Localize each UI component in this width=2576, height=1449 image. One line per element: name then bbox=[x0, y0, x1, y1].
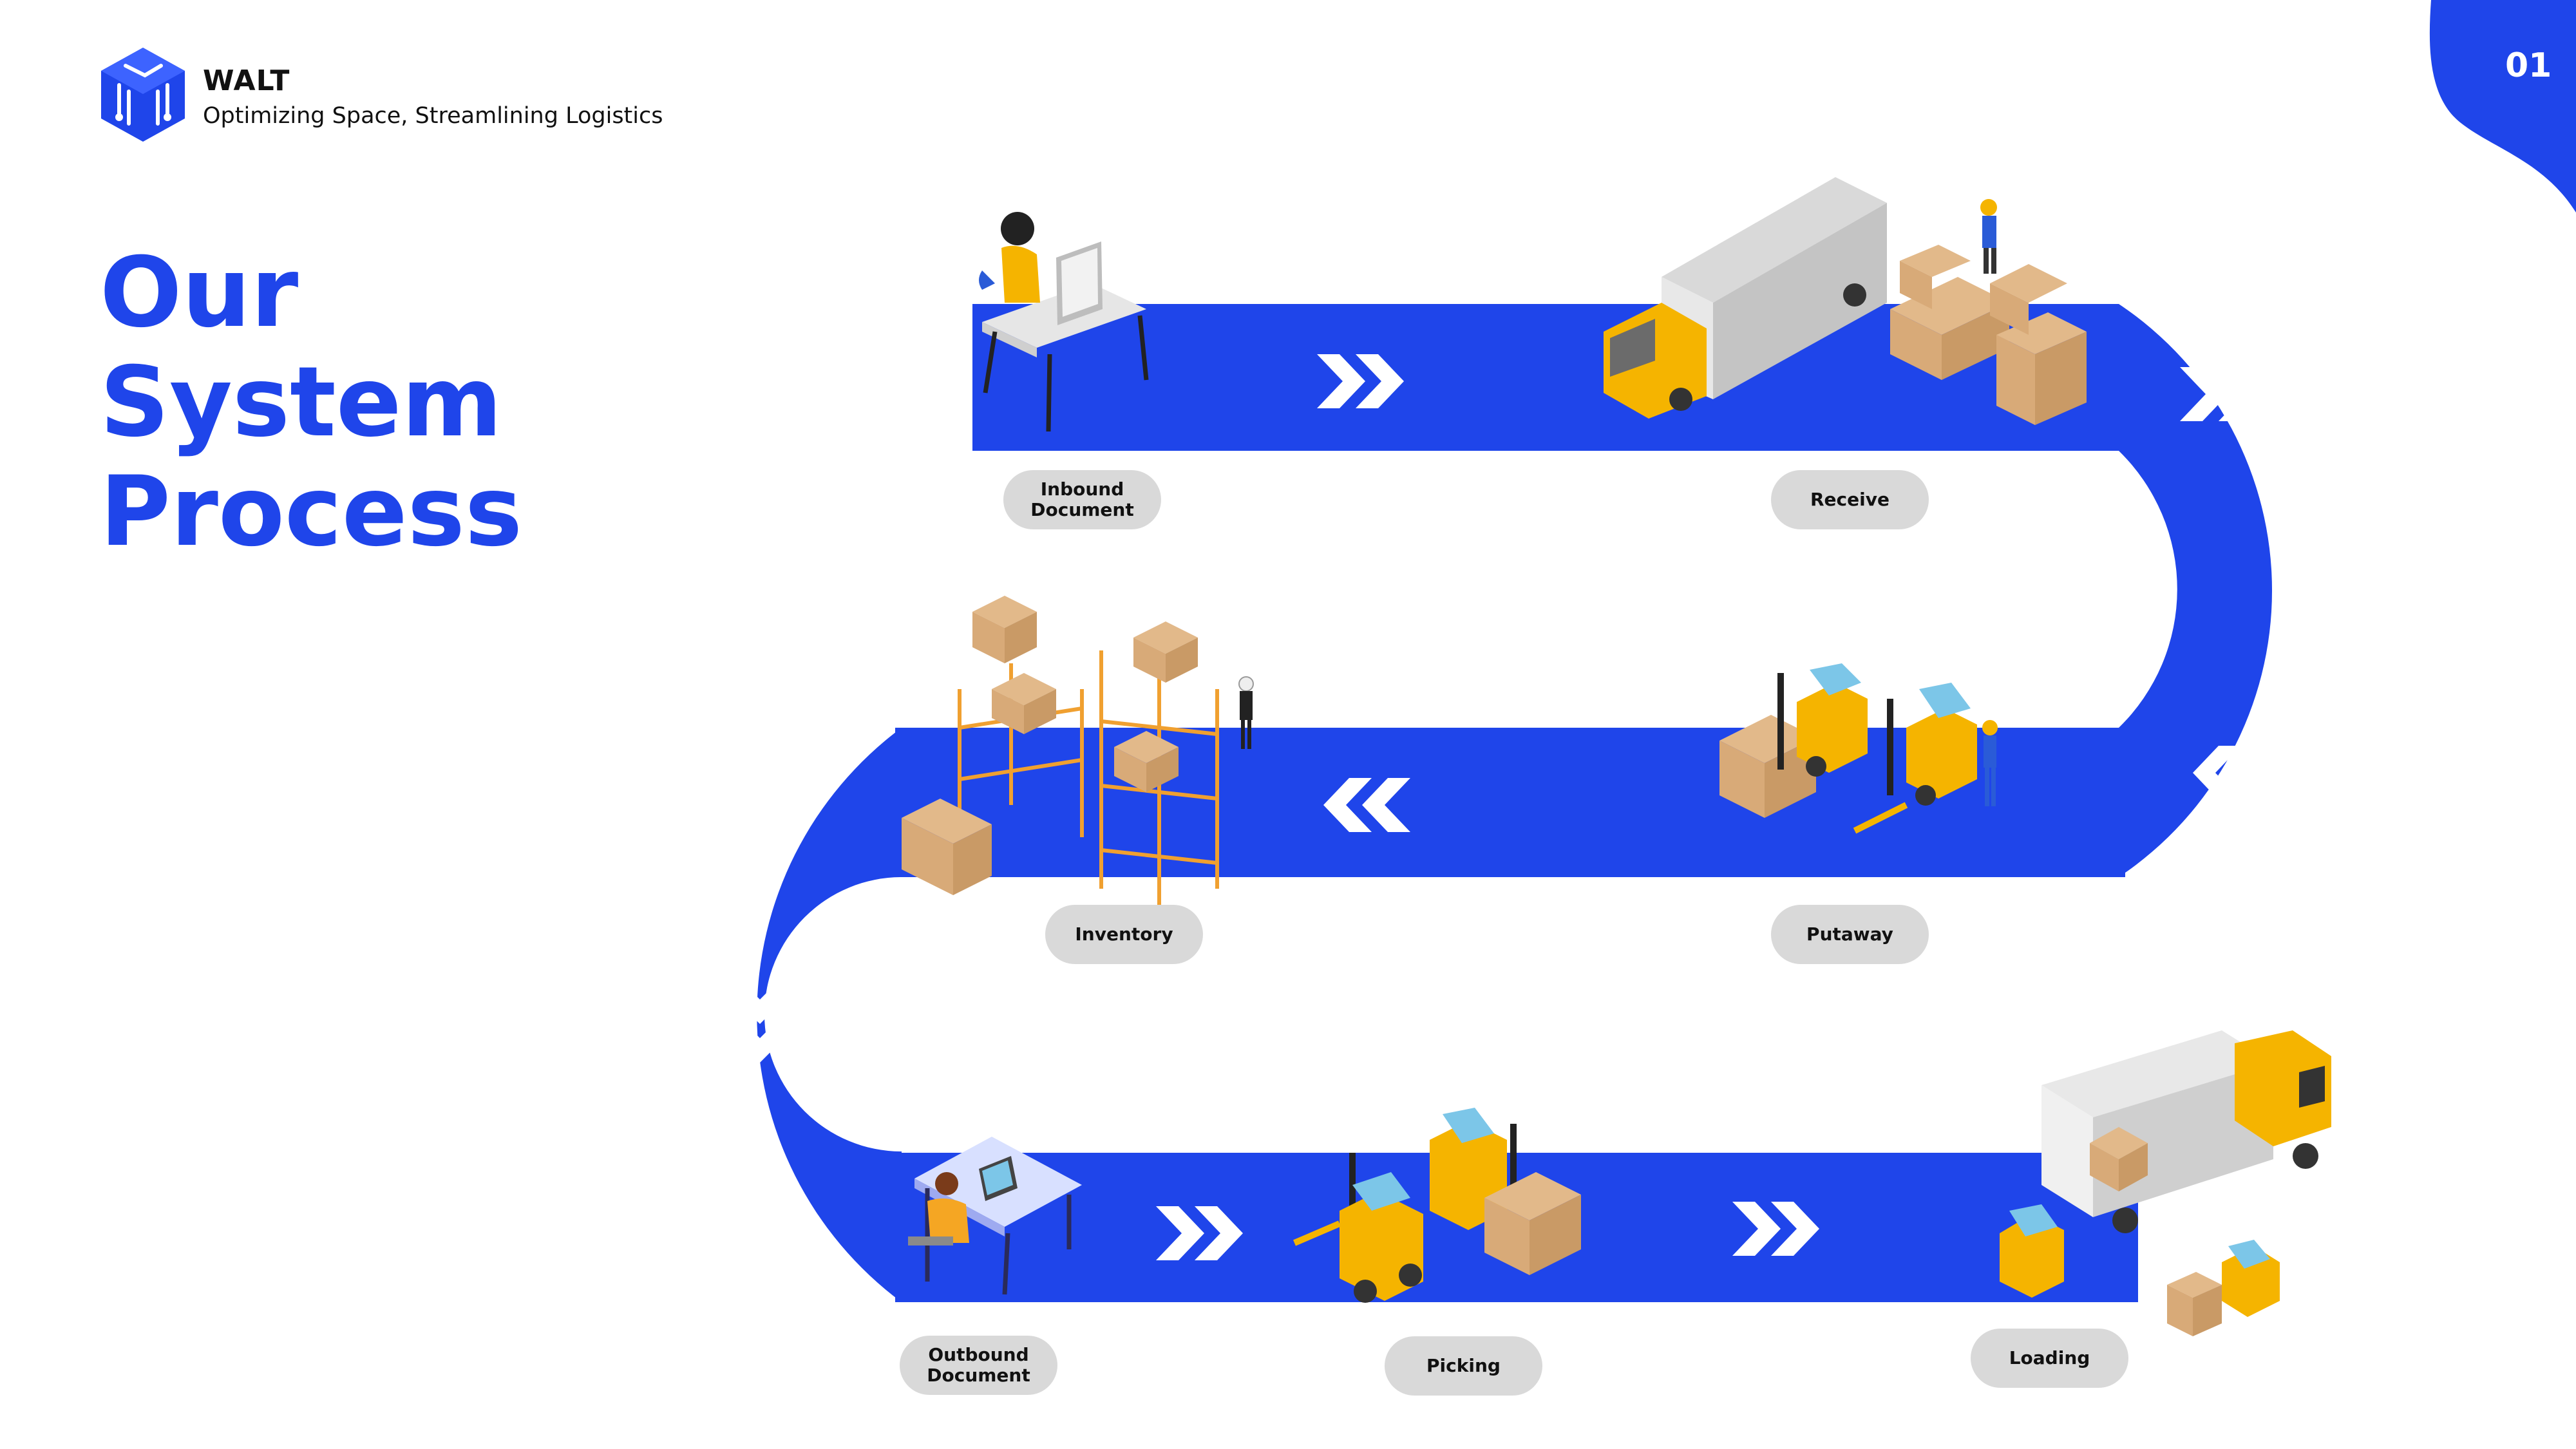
arrow-left-icon bbox=[2193, 746, 2280, 800]
brand-name: WALT bbox=[203, 64, 290, 97]
truck-loading-icon bbox=[2000, 1030, 2331, 1336]
arrow-left-icon bbox=[1323, 778, 1410, 832]
office-desk-worker-icon bbox=[979, 212, 1149, 432]
step-label-outbound-document: Outbound Document bbox=[900, 1336, 1057, 1395]
truck-with-boxes-icon bbox=[1604, 177, 2087, 425]
step-label-putaway: Putaway bbox=[1771, 905, 1929, 964]
arrow-right-icon bbox=[1732, 1202, 1819, 1256]
step-label-loading: Loading bbox=[1971, 1329, 2128, 1388]
page-title: Our System Process bbox=[100, 238, 712, 567]
forklifts-with-pallet-icon bbox=[1293, 1108, 1581, 1303]
walt-logo-icon bbox=[101, 48, 185, 142]
arrow-right-icon bbox=[2180, 367, 2267, 421]
step-label-inventory: Inventory bbox=[1045, 905, 1203, 964]
title-line-1: Our System bbox=[100, 237, 502, 459]
step-label-receive: Receive bbox=[1771, 470, 1929, 529]
arrow-right-icon bbox=[1317, 354, 1404, 408]
page-number: 01 bbox=[2505, 46, 2552, 85]
step-label-picking: Picking bbox=[1385, 1336, 1542, 1396]
forklifts-icon bbox=[1719, 663, 1998, 834]
arrow-down-icon bbox=[733, 972, 787, 1063]
title-line-2: Process bbox=[100, 456, 523, 568]
computer-desk-worker-icon bbox=[908, 1137, 1082, 1295]
brand-tagline: Optimizing Space, Streamlining Logistics bbox=[203, 103, 663, 129]
arrow-right-icon bbox=[1156, 1206, 1243, 1260]
corner-blob bbox=[2429, 0, 2576, 213]
step-label-inbound-document: Inbound Document bbox=[1003, 470, 1161, 529]
brand: WALT Optimizing Space, Streamlining Logi… bbox=[100, 46, 663, 146]
warehouse-shelves-icon bbox=[902, 596, 1254, 914]
flow-arrows bbox=[733, 354, 2280, 1260]
